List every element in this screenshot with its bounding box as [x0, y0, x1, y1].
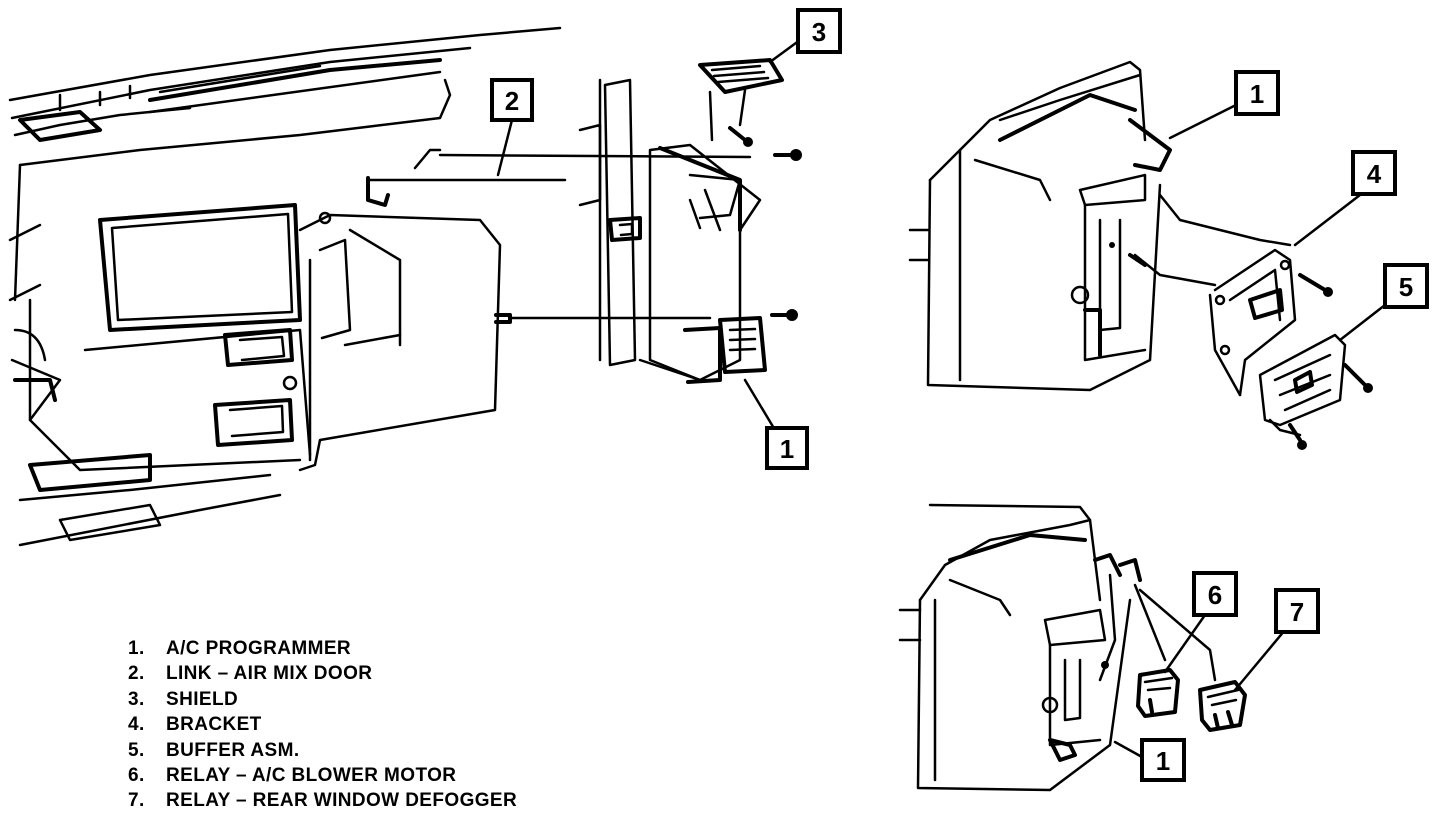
callout-7: 7: [1233, 588, 1320, 692]
svg-text:5: 5: [1399, 272, 1413, 302]
legend-item-3: 3.SHIELD: [128, 688, 239, 710]
callout-5: 5: [1338, 263, 1429, 342]
svg-text:2: 2: [505, 86, 519, 116]
svg-text:4: 4: [1367, 159, 1382, 189]
heater-case-upper: [908, 60, 1292, 392]
heater-case-lower: [898, 503, 1217, 792]
dashboard-illustration: [8, 26, 802, 547]
screw-bottom: [770, 309, 798, 321]
callout-6: 6: [1163, 571, 1238, 674]
legend-item-5: 5.BUFFER ASM.: [128, 739, 300, 761]
callout-4: 4: [1293, 150, 1397, 247]
relay-defogger-part: [1198, 680, 1247, 732]
svg-text:6: 6: [1208, 580, 1222, 610]
legend-item-1: 1.A/C PROGRAMMER: [128, 638, 352, 659]
legend-item-6: 6.RELAY – A/C BLOWER MOTOR: [128, 765, 457, 787]
legend-item-7: 7.RELAY – REAR WINDOW DEFOGGER: [128, 790, 518, 812]
svg-text:1: 1: [780, 434, 794, 464]
svg-text:1: 1: [1250, 79, 1264, 109]
callout-1-lower: 1: [1113, 738, 1186, 782]
svg-text:7: 7: [1290, 597, 1304, 627]
svg-text:3: 3: [812, 17, 826, 47]
parts-legend: 1.A/C PROGRAMMER 2.LINK – AIR MIX DOOR 3…: [128, 636, 517, 814]
svg-text:1: 1: [1156, 746, 1170, 776]
shield-part: [698, 58, 784, 147]
bracket-part: [1208, 248, 1333, 397]
legend-item-4: 4.BRACKET: [128, 714, 262, 736]
callout-1-upper-right: 1: [1168, 70, 1280, 140]
relay-blower-part: [1136, 668, 1180, 718]
buffer-part: [1258, 333, 1373, 450]
legend-item-2: 2.LINK – AIR MIX DOOR: [128, 663, 373, 685]
callout-3-main: 3: [768, 8, 842, 64]
screw-top: [773, 149, 802, 161]
callout-1-main: 1: [743, 378, 809, 470]
callout-2-main: 2: [490, 78, 534, 177]
